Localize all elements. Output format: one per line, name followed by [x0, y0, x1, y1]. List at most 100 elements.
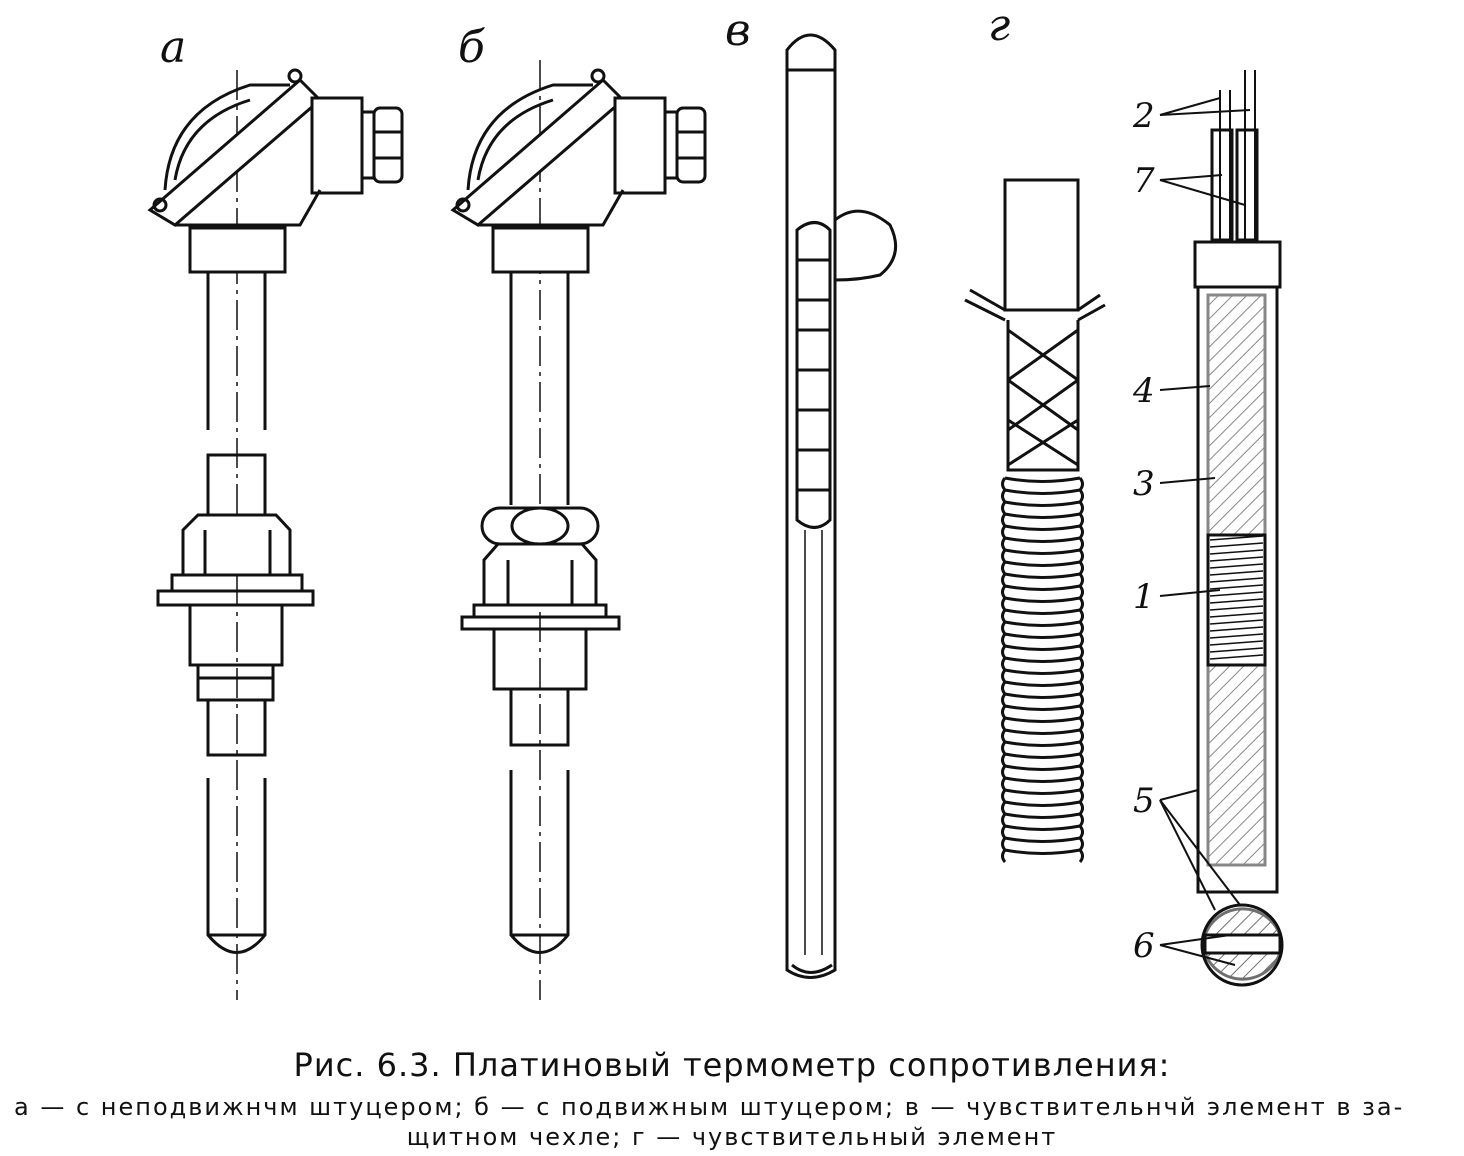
caption-body: а — с неподвижнчм штуцером; б — с подвиж… — [0, 1092, 1464, 1152]
caption-line-1: а — с неподвижнчм штуцером; б — с подвиж… — [14, 1093, 1405, 1121]
callout-3: 3 — [1133, 464, 1155, 504]
winding-turn — [1209, 605, 1264, 611]
coil-edge — [1001, 621, 1084, 635]
coil-edge — [1001, 729, 1084, 743]
coil-turn — [1004, 488, 1081, 495]
winding-turn — [1209, 626, 1264, 632]
coil-edge — [1001, 681, 1084, 695]
coil-turn — [1004, 800, 1081, 807]
winding-turn — [1209, 563, 1264, 569]
callout-5: 5 — [1133, 781, 1155, 821]
winding-turn — [1209, 633, 1264, 639]
coil-edge — [1001, 753, 1084, 767]
callout-1: 1 — [1133, 577, 1155, 617]
coil-turn — [1004, 728, 1081, 735]
coil-turn — [1004, 632, 1081, 639]
coil-turn — [1004, 476, 1081, 483]
coil-edge — [1001, 657, 1084, 671]
panel-label-g: г — [988, 0, 1010, 51]
coil-edge — [1001, 549, 1084, 563]
coil-edge — [1001, 813, 1084, 827]
coil-turn — [1004, 608, 1081, 615]
figure-caption: Рис. 6.3. Платиновый термометр сопротивл… — [0, 1046, 1464, 1152]
coil-turn — [1004, 704, 1081, 711]
caption-title: Рис. 6.3. Платиновый термометр сопротивл… — [293, 1046, 1171, 1084]
coil-edge — [1001, 501, 1084, 515]
winding-turn — [1209, 612, 1264, 618]
winding-turn — [1209, 556, 1264, 562]
coil-turn — [1004, 584, 1081, 591]
coil-edge — [1001, 561, 1084, 575]
winding-lines — [1209, 535, 1264, 660]
winding-turn — [1209, 542, 1264, 548]
coil-turn — [1004, 716, 1081, 723]
coil-turn — [1004, 524, 1081, 531]
coil-edge — [1001, 597, 1084, 611]
callout-7: 7 — [1133, 161, 1155, 201]
coil-turn — [1004, 596, 1081, 603]
coil-edge — [1001, 825, 1084, 839]
coil-edge — [1001, 477, 1084, 491]
coil-edge — [1001, 645, 1084, 659]
coil-turn — [1004, 752, 1081, 759]
coil-turn — [1004, 536, 1081, 543]
coil-edge — [1001, 513, 1084, 527]
coil-edge — [1001, 693, 1084, 707]
coil-turn — [1004, 512, 1081, 519]
winding-turn — [1209, 647, 1264, 653]
panel-g-sensing-element — [964, 178, 1106, 863]
winding-turn — [1209, 591, 1264, 597]
coil-turn — [1004, 548, 1081, 555]
coil-edge — [1001, 717, 1084, 731]
caption-line-2: щитном чехле; г — чувствительный элемент — [406, 1123, 1058, 1151]
coil-edge — [1001, 849, 1084, 863]
coil-turn — [1004, 692, 1081, 699]
coil-edge — [1001, 585, 1084, 599]
coil-edge — [1001, 789, 1084, 803]
coil-turn — [1004, 788, 1081, 795]
coil-edge — [1001, 837, 1084, 851]
winding-turn — [1209, 654, 1264, 660]
coil-edge — [1001, 765, 1084, 779]
callout-4: 4 — [1132, 371, 1155, 411]
coil-edge — [1001, 609, 1084, 623]
coil-turn — [1004, 668, 1081, 675]
panel-label-a: а — [160, 22, 186, 73]
callout-2: 2 — [1132, 96, 1155, 136]
coil-turn — [1004, 680, 1081, 687]
coil-turn — [1004, 740, 1081, 747]
coil-turns — [1001, 476, 1084, 863]
coil-edge — [1001, 705, 1084, 719]
coil-turn — [1004, 656, 1081, 663]
coil-edge — [1001, 537, 1084, 551]
coil-turn — [1004, 836, 1081, 843]
winding-turn — [1209, 584, 1264, 590]
winding-turn — [1209, 598, 1264, 604]
coil-edge — [1001, 669, 1084, 683]
coil-edge — [1001, 489, 1084, 503]
panel-b-thermometer — [450, 60, 707, 1000]
coil-turn — [1004, 812, 1081, 819]
panel-label-b: б — [458, 22, 485, 73]
winding-turn — [1209, 640, 1264, 646]
coil-turn — [1004, 644, 1081, 651]
coil-turn — [1004, 560, 1081, 567]
coil-edge — [1001, 633, 1084, 647]
winding-turn — [1209, 619, 1264, 625]
coil-edge — [1001, 741, 1084, 755]
panel-v-element-in-sheath — [785, 33, 898, 979]
coil-edge — [1001, 573, 1084, 587]
winding-turn — [1209, 535, 1264, 541]
coil-turn — [1004, 620, 1081, 627]
panel-label-v: в — [725, 5, 751, 56]
thermometer-figure: а б в г 2 7 4 3 1 5 6 — [147, 0, 1284, 1000]
coil-edge — [1001, 525, 1084, 539]
coil-edge — [1001, 777, 1084, 791]
panel-g-section — [1159, 70, 1284, 987]
coil-turn — [1004, 824, 1081, 831]
coil-edge — [1001, 801, 1084, 815]
coil-turn — [1004, 776, 1081, 783]
coil-turn — [1004, 500, 1081, 507]
winding-turn — [1209, 577, 1264, 583]
winding-turn — [1209, 570, 1264, 576]
